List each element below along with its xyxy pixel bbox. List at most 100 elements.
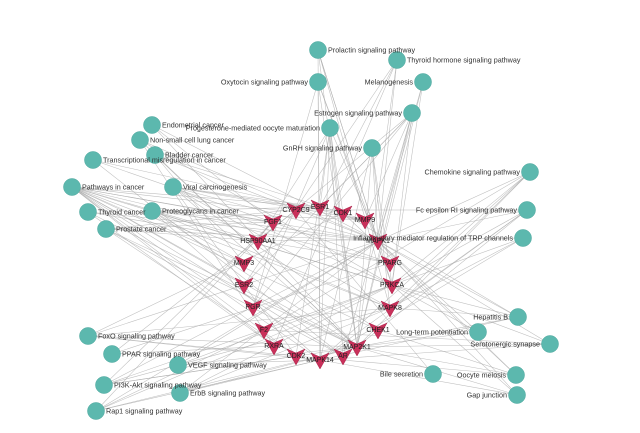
edge-t20-p6 bbox=[329, 127, 344, 357]
pathway-node-p19 bbox=[514, 229, 532, 247]
edge-t7-p7 bbox=[371, 147, 379, 242]
edge-t16-p12 bbox=[71, 186, 275, 347]
edge-t7-p31 bbox=[377, 240, 518, 396]
pathway-node-p25 bbox=[169, 356, 187, 374]
target-node-t1 bbox=[263, 214, 283, 232]
target-label-t14: F2 bbox=[260, 327, 268, 334]
edge-t5-p15 bbox=[151, 210, 366, 221]
pathway-node-p20 bbox=[509, 308, 527, 326]
edge-t15-p30 bbox=[377, 329, 517, 376]
target-node-t11 bbox=[382, 277, 402, 295]
edge-t4-p6 bbox=[329, 127, 344, 214]
pathway-node-p24 bbox=[103, 345, 121, 363]
target-node-t2 bbox=[286, 202, 306, 220]
edge-t7-p9 bbox=[139, 139, 379, 242]
edge-t13-p12 bbox=[71, 186, 391, 309]
edge-t17-p8 bbox=[151, 124, 358, 348]
pathway-node-p3 bbox=[309, 73, 327, 91]
pathway-node-p5 bbox=[403, 104, 421, 122]
pathway-label-p11: Transcriptional misregulation in cancer bbox=[103, 156, 226, 165]
target-label-t10: ESR2 bbox=[235, 282, 253, 289]
edge-t17-p2 bbox=[356, 59, 398, 348]
pathway-label-p7: GnRH signaling pathway bbox=[283, 144, 363, 153]
edge-t13-p13 bbox=[172, 186, 391, 309]
pathway-node-p4 bbox=[414, 73, 432, 91]
pathway-node-p31 bbox=[508, 386, 526, 404]
edge-t20-p5 bbox=[342, 112, 413, 357]
edge-t3-p6 bbox=[319, 127, 331, 208]
edge-t7-p12 bbox=[71, 186, 379, 242]
target-node-t6 bbox=[248, 233, 268, 251]
edge-t20-p16 bbox=[105, 228, 344, 357]
pathway-node-p8 bbox=[143, 116, 161, 134]
edge-t7-p22 bbox=[377, 240, 551, 345]
edge-t8-p10 bbox=[154, 154, 245, 264]
pathway-node-p21 bbox=[469, 323, 487, 341]
pathway-label-p26: PI3K-Akt signaling pathway bbox=[114, 381, 202, 390]
edge-t19-p31 bbox=[319, 359, 518, 396]
edge-t11-p13 bbox=[172, 186, 393, 286]
edge-t11-p18 bbox=[391, 209, 528, 286]
target-label-t12: PGR bbox=[245, 304, 260, 311]
target-label-t3: ESR1 bbox=[311, 204, 329, 211]
edge-t12-p3 bbox=[252, 81, 319, 308]
pathway-node-p16 bbox=[97, 220, 115, 238]
edge-t17-p5 bbox=[356, 112, 413, 348]
edge-t16-p2 bbox=[273, 59, 398, 347]
pathway-label-p30: Oocyte meiosis bbox=[457, 371, 507, 380]
pathway-label-p17: Chemokine signaling pathway bbox=[425, 168, 521, 177]
pathway-node-p28 bbox=[87, 402, 105, 420]
edge-t17-p12 bbox=[71, 186, 358, 348]
pathway-label-p2: Thyroid hormone signaling pathway bbox=[407, 56, 521, 65]
edge-t11-p26 bbox=[103, 284, 393, 386]
pathway-label-p12: Pathways in cancer bbox=[82, 183, 145, 192]
edge-t7-p26 bbox=[103, 240, 379, 386]
edge-t19-p3 bbox=[317, 81, 321, 361]
edge-t11-p28 bbox=[95, 284, 393, 412]
pathway-label-p31: Gap junction bbox=[467, 391, 507, 400]
edge-t17-p21 bbox=[356, 331, 479, 348]
edge-t6-p12 bbox=[71, 186, 259, 242]
edge-t19-p15 bbox=[151, 210, 321, 361]
pathway-node-p6 bbox=[321, 119, 339, 137]
edge-t7-p10 bbox=[154, 154, 379, 242]
pathway-label-p14: Thyroid cancer bbox=[98, 208, 146, 217]
pathway-node-p30 bbox=[507, 366, 525, 384]
target-node-t4 bbox=[333, 205, 353, 223]
target-label-t9: PPARG bbox=[378, 260, 402, 267]
edge-t7-p28 bbox=[95, 240, 379, 412]
pathway-node-p27 bbox=[171, 384, 189, 402]
edge-t20-p12 bbox=[71, 186, 344, 357]
edge-t17-p15 bbox=[151, 210, 358, 348]
edge-t13-p23 bbox=[87, 307, 391, 337]
target-label-t19: MAPK14 bbox=[306, 357, 334, 364]
target-node-t20 bbox=[333, 348, 353, 366]
pathway-node-p10 bbox=[146, 146, 164, 164]
target-node-t16 bbox=[264, 338, 284, 356]
target-label-t18: CDK2 bbox=[287, 353, 306, 360]
edge-t7-p30 bbox=[377, 240, 517, 376]
edge-t1-p15 bbox=[151, 210, 274, 223]
pathway-label-p10: Bladder cancer bbox=[165, 151, 214, 160]
pathway-label-p21: Long-term potentiation bbox=[396, 328, 468, 337]
edge-t14-p17 bbox=[263, 171, 531, 331]
target-label-t13: MAPK8 bbox=[378, 305, 402, 312]
edge-t19-p17 bbox=[319, 171, 531, 361]
edge-t7-p3 bbox=[317, 81, 379, 242]
edge-t11-p31 bbox=[391, 284, 518, 396]
edge-t5-p13 bbox=[172, 186, 366, 221]
target-node-t3 bbox=[310, 199, 330, 217]
edge-t6-p5 bbox=[257, 112, 413, 242]
edge-t1-p28 bbox=[95, 221, 274, 412]
edge-t18-p13 bbox=[172, 186, 297, 357]
target-node-t7 bbox=[368, 233, 388, 251]
edge-t11-p5 bbox=[391, 112, 413, 286]
edge-t13-p26 bbox=[103, 307, 391, 386]
pathway-node-p26 bbox=[95, 376, 113, 394]
pathway-node-p23 bbox=[79, 327, 97, 345]
edge-t2-p24 bbox=[111, 209, 297, 355]
target-label-t17: MAP2K1 bbox=[343, 344, 371, 351]
target-node-t10 bbox=[234, 277, 254, 295]
target-node-t9 bbox=[380, 255, 400, 273]
